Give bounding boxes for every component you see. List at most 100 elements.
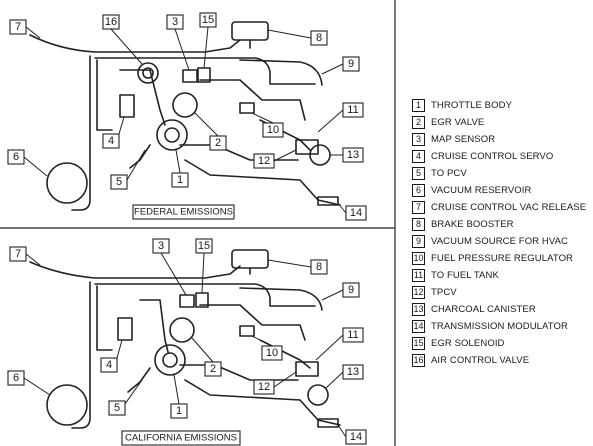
- california-tpcv: [295, 361, 319, 377]
- svg-text:1: 1: [177, 174, 183, 186]
- federal-air-control-valve-inner: [142, 67, 154, 79]
- legend-item: 13 CHARCOAL CANISTER: [412, 301, 593, 318]
- federal-charcoal-canister: [309, 144, 331, 166]
- svg-text:2: 2: [215, 137, 221, 149]
- federal-callout-8: 8: [310, 30, 328, 46]
- legend-number-box: 2: [412, 116, 425, 129]
- svg-text:8: 8: [316, 261, 322, 273]
- legend-label: MAP SENSOR: [431, 134, 496, 145]
- california-map-sensor: [179, 294, 195, 308]
- legend-label: TO FUEL TANK: [431, 270, 499, 281]
- svg-text:6: 6: [13, 372, 19, 384]
- legend-number-box: 16: [412, 354, 425, 367]
- california-vacuum-reservoir: [46, 384, 88, 426]
- federal-throttle-body: [156, 119, 188, 151]
- svg-text:14: 14: [350, 431, 362, 443]
- california-hose-mid: [199, 304, 306, 341]
- california-fuel-pressure-regulator: [239, 325, 255, 337]
- legend-number-box: 5: [412, 167, 425, 180]
- california-callout-8: 8: [310, 259, 328, 275]
- legend-item: 6 VACUUM RESERVOIR: [412, 182, 593, 199]
- federal-hose-main: [29, 34, 241, 53]
- federal-callout-15: 15: [199, 12, 217, 28]
- svg-text:14: 14: [350, 207, 362, 219]
- california-callout-3: 3: [152, 238, 170, 254]
- federal-map-sensor: [182, 69, 198, 83]
- svg-text:10: 10: [266, 347, 278, 359]
- federal-hose-left-drop: [71, 55, 91, 211]
- federal-egr-valve: [172, 92, 198, 118]
- federal-hose-mid: [199, 79, 306, 121]
- svg-text:16: 16: [105, 16, 117, 28]
- federal-air-control-valve: [137, 62, 159, 84]
- svg-text:2: 2: [210, 363, 216, 375]
- svg-text:13: 13: [347, 149, 359, 161]
- federal-leader-lines: [23, 26, 347, 214]
- legend-number-box: 12: [412, 286, 425, 299]
- svg-text:12: 12: [258, 155, 270, 167]
- svg-text:15: 15: [198, 240, 210, 252]
- federal-hose-top-rail: [94, 57, 316, 85]
- legend-label: VACUUM SOURCE FOR HVAC: [431, 236, 568, 247]
- svg-text:15: 15: [202, 14, 214, 26]
- california-hose-left-drop: [71, 281, 91, 429]
- legend-label: CHARCOAL CANISTER: [431, 304, 536, 315]
- legend-label: VACUUM RESERVOIR: [431, 185, 532, 196]
- federal-tpcv: [295, 139, 319, 155]
- federal-callout-10: 10: [262, 122, 284, 138]
- california-caption: CALIFORNIA EMISSIONS: [121, 430, 241, 446]
- svg-text:7: 7: [15, 21, 21, 33]
- california-callout-14: 14: [345, 429, 367, 445]
- svg-text:13: 13: [347, 366, 359, 378]
- legend-item: 11 TO FUEL TANK: [412, 267, 593, 284]
- california-callout-10: 10: [261, 345, 283, 361]
- legend-number-box: 6: [412, 184, 425, 197]
- svg-text:4: 4: [106, 359, 112, 371]
- california-brake-booster: [231, 249, 269, 269]
- svg-text:9: 9: [348, 284, 354, 296]
- federal-callout-7: 7: [9, 19, 27, 35]
- federal-callout-11: 11: [342, 102, 364, 118]
- legend-label: EGR SOLENOID: [431, 338, 505, 349]
- svg-text:CALIFORNIA EMISSIONS: CALIFORNIA EMISSIONS: [125, 433, 237, 444]
- federal-transmission-modulator: [317, 196, 339, 206]
- federal-callout-13: 13: [342, 147, 364, 163]
- legend-number-box: 13: [412, 303, 425, 316]
- california-hose-right: [239, 287, 323, 311]
- legend-number-box: 10: [412, 252, 425, 265]
- federal-brake-booster: [231, 21, 269, 41]
- svg-text:12: 12: [258, 381, 270, 393]
- california-callout-15: 15: [195, 238, 213, 254]
- legend-number-box: 11: [412, 269, 425, 282]
- california-transmission-modulator: [317, 418, 339, 428]
- california-callout-9: 9: [342, 282, 360, 298]
- federal-hose-left-drop2: [96, 59, 113, 131]
- california-callout-11: 11: [342, 327, 364, 343]
- california-hose-pcv: [127, 367, 151, 393]
- california-callout-1: 1: [170, 403, 188, 419]
- california-panel: [29, 249, 341, 429]
- california-callout-7: 7: [9, 246, 27, 262]
- legend-label: CRUISE CONTROL SERVO: [431, 151, 554, 162]
- federal-callout-12: 12: [253, 153, 275, 169]
- legend-number-box: 4: [412, 150, 425, 163]
- legend-number-box: 15: [412, 337, 425, 350]
- california-callout-5: 5: [108, 400, 126, 416]
- california-hose-to-throttle: [139, 299, 169, 353]
- california-throttle-body-inner: [162, 352, 178, 368]
- legend-label: FUEL PRESSURE REGULATOR: [431, 253, 574, 264]
- california-callout-12: 12: [253, 379, 275, 395]
- federal-callout-16: 16: [102, 14, 120, 30]
- california-hose-left-drop2: [96, 285, 113, 351]
- legend-number-box: 9: [412, 235, 425, 248]
- federal-hose-to-throttle: [119, 69, 166, 126]
- legend-label: THROTTLE BODY: [431, 100, 513, 111]
- federal-vacuum-reservoir: [46, 162, 88, 204]
